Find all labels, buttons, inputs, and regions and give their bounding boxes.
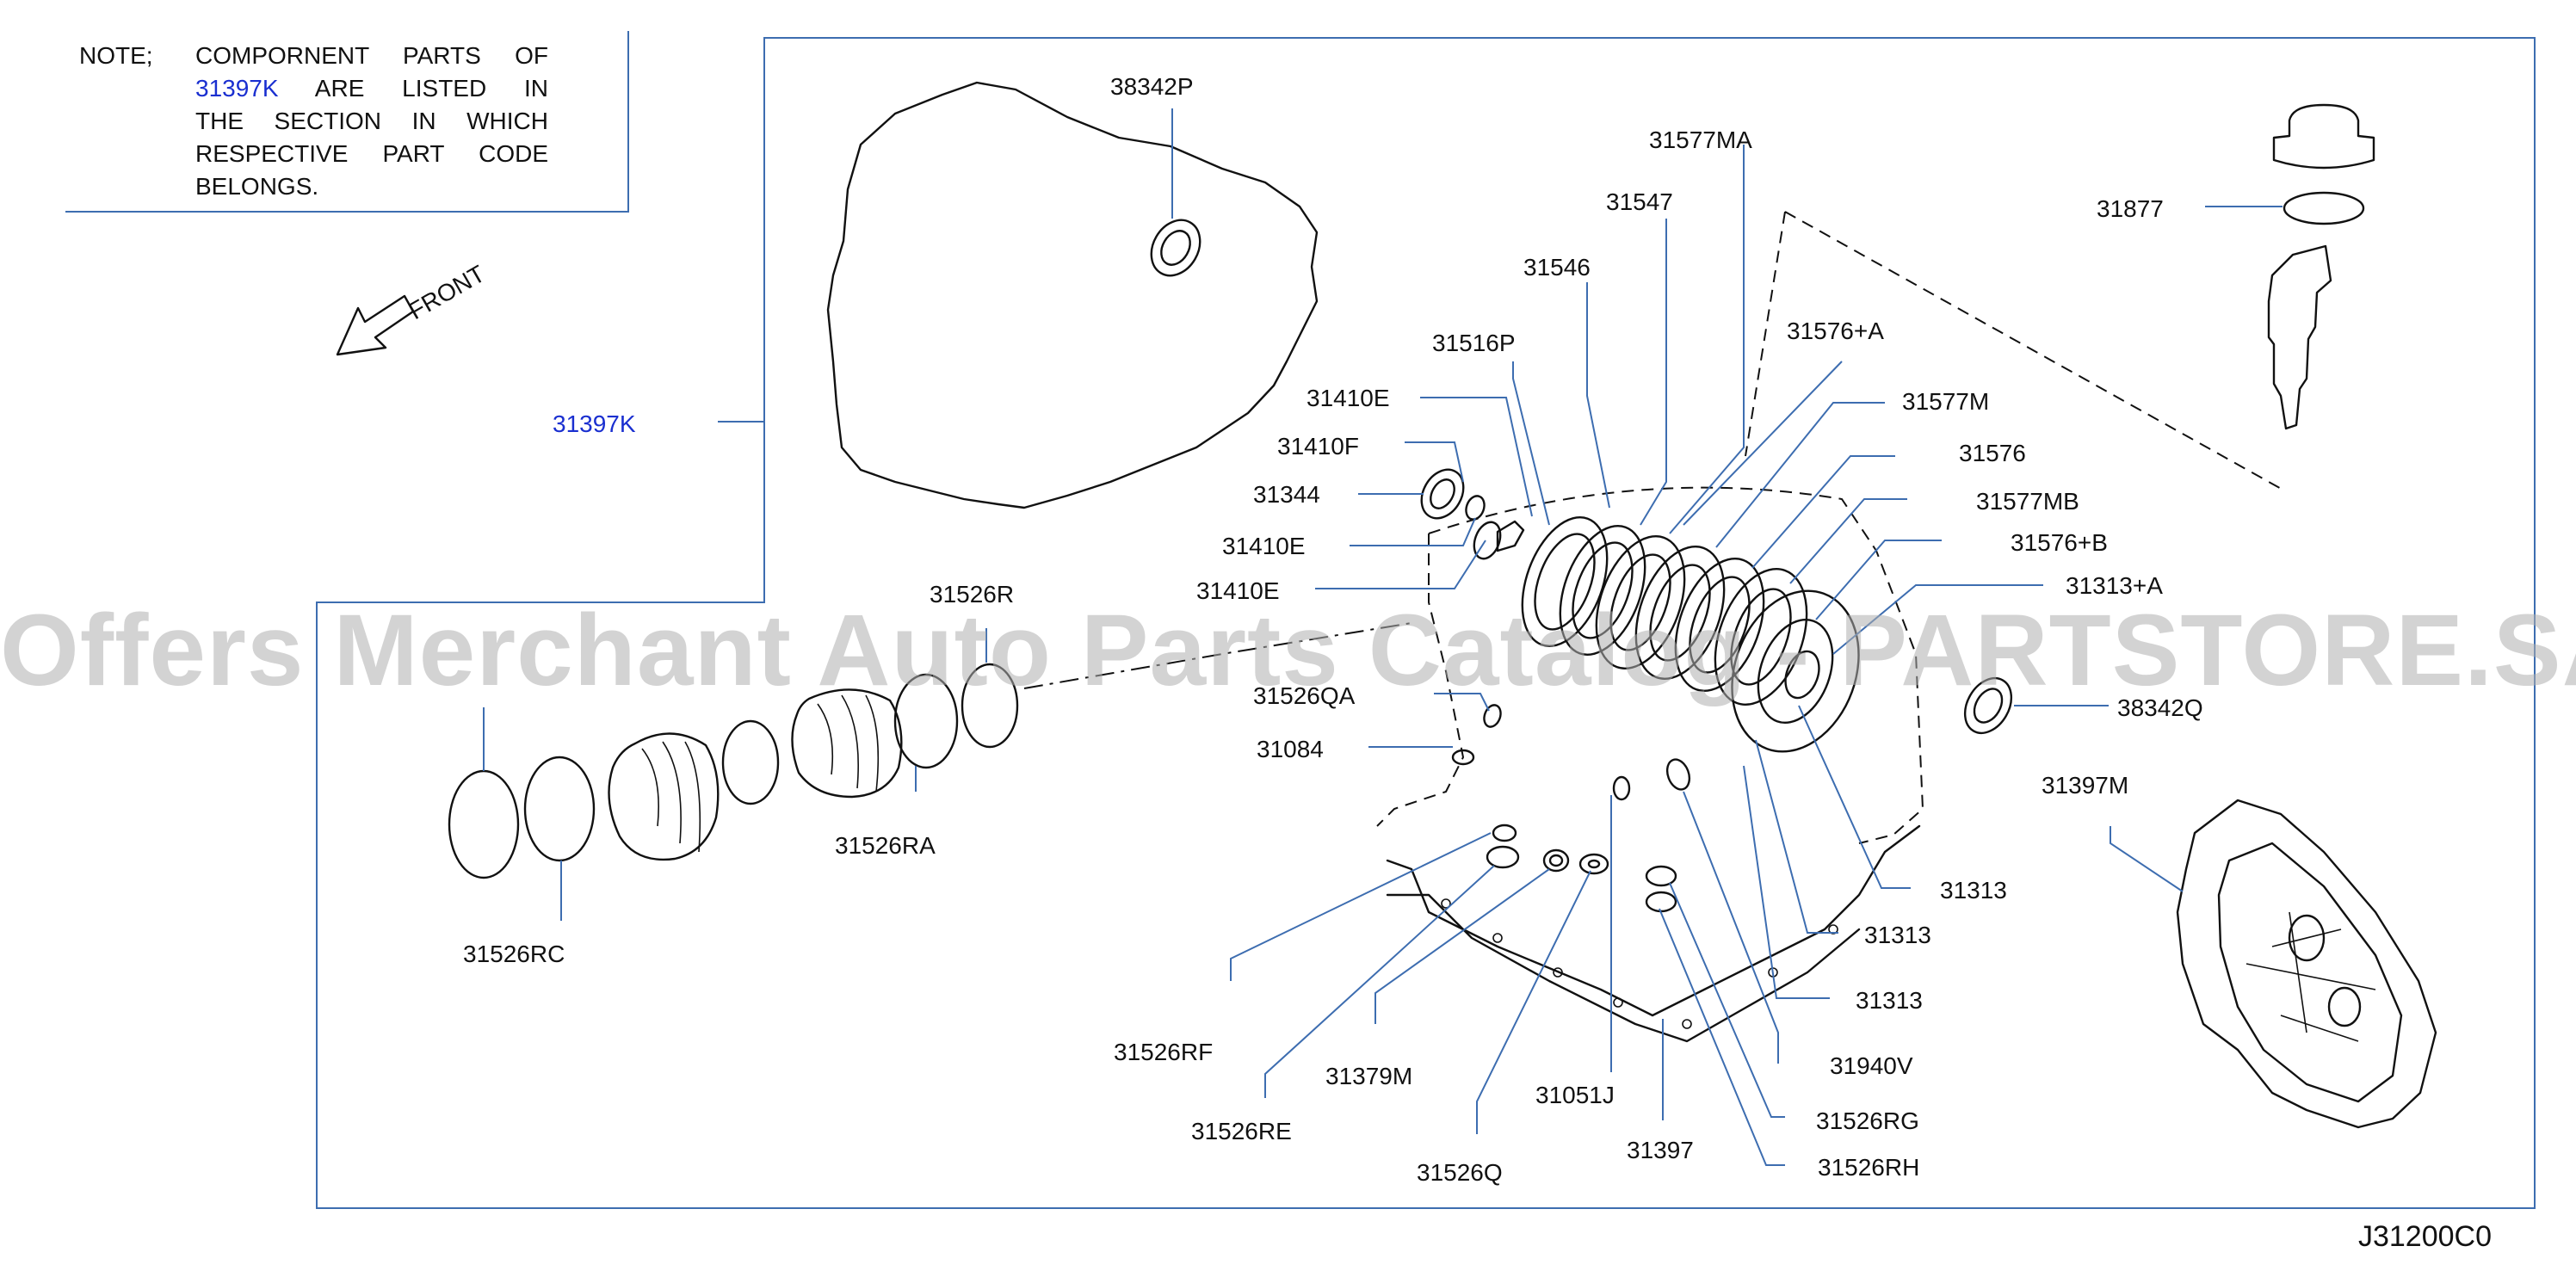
note-line-3: THE SECTION IN WHICH xyxy=(195,108,548,134)
note-text: COMPORNENT PARTS OF 31397K ARE LISTED IN… xyxy=(195,40,548,203)
callout-31577m[interactable]: 31577M xyxy=(1902,388,1989,415)
callout-31410e-3[interactable]: 31410E xyxy=(1196,577,1280,604)
seal-31344 xyxy=(1420,468,1465,520)
callout-31546[interactable]: 31546 xyxy=(1523,254,1591,281)
callout-31940v[interactable]: 31940V xyxy=(1830,1052,1913,1079)
ring-31410f xyxy=(1465,495,1486,521)
rings-31526rg-rh xyxy=(1645,865,1677,913)
ring-31051j xyxy=(1612,775,1631,801)
callout-31397k[interactable]: 31397K xyxy=(553,410,636,437)
callout-31313-3[interactable]: 31313 xyxy=(1856,987,1923,1014)
rear-cover-31397m xyxy=(2176,799,2437,1129)
callout-31576a[interactable]: 31576+A xyxy=(1787,318,1884,344)
note-label: NOTE; xyxy=(79,42,153,69)
note-line-2: 31397K ARE LISTED IN xyxy=(195,72,548,105)
callout-31410f[interactable]: 31410F xyxy=(1277,433,1359,460)
callout-31547[interactable]: 31547 xyxy=(1606,188,1673,215)
callout-31379m[interactable]: 31379M xyxy=(1325,1063,1412,1089)
front-label: FRONT xyxy=(405,260,490,324)
callout-31410e-2[interactable]: 31410E xyxy=(1222,533,1306,559)
callout-31344[interactable]: 31344 xyxy=(1253,481,1320,508)
front-arrow-icon xyxy=(336,294,415,356)
callout-31576[interactable]: 31576 xyxy=(1959,440,2026,466)
callout-31526re[interactable]: 31526RE xyxy=(1191,1118,1292,1144)
dashed-guide xyxy=(1745,211,2285,491)
callout-31526rg[interactable]: 31526RG xyxy=(1816,1107,1919,1134)
seal-31526q xyxy=(1578,853,1609,875)
shaft-axis-line xyxy=(1023,622,1412,689)
note-line-4: RESPECTIVE PART CODE xyxy=(195,140,548,167)
callout-labels: 38342P 31577MA 31547 31546 31516P 31576+… xyxy=(463,73,2203,1186)
ring-31526qa xyxy=(1483,704,1502,728)
main-housing xyxy=(1376,486,1924,1043)
callout-31410e-1[interactable]: 31410E xyxy=(1307,385,1390,411)
ring-31526rb xyxy=(721,719,780,805)
note-frame xyxy=(65,31,629,213)
callout-31397m[interactable]: 31397M xyxy=(2042,772,2128,799)
leader-lines xyxy=(483,108,2283,1166)
note-line-1: COMPORNENT PARTS OF xyxy=(195,42,548,69)
seal-38342q xyxy=(1963,677,2013,734)
callout-31313-1[interactable]: 31313 xyxy=(1940,877,2007,904)
ring-31526rc xyxy=(523,756,596,862)
callout-38342p[interactable]: 38342P xyxy=(1110,73,1194,100)
ring-31526ra xyxy=(893,673,959,769)
callout-31526rf[interactable]: 31526RF xyxy=(1114,1039,1213,1065)
callout-31526qa[interactable]: 31526QA xyxy=(1253,682,1356,709)
callout-31877[interactable]: 31877 xyxy=(2097,195,2164,222)
drum-right xyxy=(791,688,903,799)
transmission-case-cover xyxy=(826,81,1319,509)
clutch-disc-stack xyxy=(1473,515,1860,753)
callout-38342q[interactable]: 38342Q xyxy=(2117,694,2203,721)
callout-31313-2[interactable]: 31313 xyxy=(1864,922,1931,948)
diagram-code: J31200C0 xyxy=(2357,1220,2492,1253)
seal-38342p xyxy=(1150,219,1202,277)
main-frame xyxy=(316,37,2536,1209)
callout-31577ma[interactable]: 31577MA xyxy=(1649,126,1752,153)
note-line-2-rest: ARE LISTED IN xyxy=(314,75,548,102)
ring-31526r xyxy=(961,663,1019,749)
callout-31576b[interactable]: 31576+B xyxy=(2011,529,2108,556)
ring-31940v xyxy=(1665,758,1691,791)
ring-31084 xyxy=(1451,749,1475,766)
callout-31526rh[interactable]: 31526RH xyxy=(1818,1154,1919,1181)
callout-31526r[interactable]: 31526R xyxy=(930,581,1014,608)
callout-31526rc[interactable]: 31526RC xyxy=(463,941,565,967)
callout-31577mb[interactable]: 31577MB xyxy=(1976,488,2079,515)
callout-31526ra[interactable]: 31526RA xyxy=(835,832,936,859)
note-line-5: BELONGS. xyxy=(195,173,319,200)
callout-31084[interactable]: 31084 xyxy=(1257,736,1324,762)
plug-cap xyxy=(2272,103,2375,170)
callout-31526q[interactable]: 31526Q xyxy=(1417,1159,1503,1186)
callout-31516p[interactable]: 31516P xyxy=(1432,330,1516,356)
note-part-reference[interactable]: 31397K xyxy=(195,75,279,102)
ring-31526rf xyxy=(1486,824,1520,869)
drum-left xyxy=(608,732,720,861)
callout-31397[interactable]: 31397 xyxy=(1627,1137,1694,1163)
seal-31379m xyxy=(1542,848,1570,873)
callout-31051j[interactable]: 31051J xyxy=(1535,1082,1615,1108)
ring-31526rd xyxy=(448,769,520,879)
callout-31313a[interactable]: 31313+A xyxy=(2066,572,2163,599)
sensor-probe xyxy=(2267,244,2332,430)
o-ring-31877 xyxy=(2283,191,2365,225)
